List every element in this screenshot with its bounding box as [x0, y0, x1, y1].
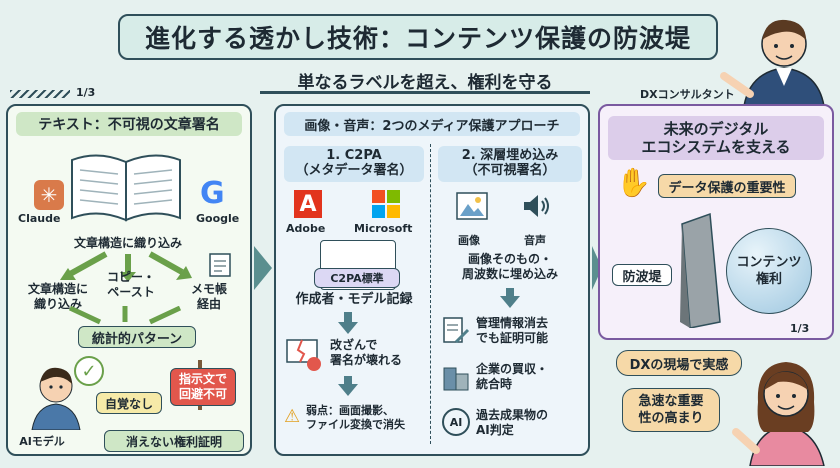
raised-hand-icon: ✋ — [616, 166, 651, 199]
branch-mid-text: コピー・ ペースト — [96, 270, 166, 300]
deep-acquisition: 企業の買収・ 統合時 — [476, 362, 549, 391]
converge-arrows — [68, 306, 182, 325]
down-arrow-icon-2 — [338, 384, 358, 396]
unaware-pill: 自覚なし — [96, 392, 162, 414]
page-title: 進化する透かし技術：コンテンツ保護の防波堤 — [118, 14, 718, 60]
ai-model-person-illustration — [31, 367, 81, 430]
subtitle: 単なるラベルを超え、権利を守る — [260, 68, 590, 94]
google-label: Google — [196, 212, 240, 225]
google-logo-icon: G — [200, 176, 225, 211]
content-rights-label: コンテンツ 権利 — [736, 255, 802, 287]
breakwater-label: 防波堤 — [612, 264, 672, 286]
ai-badge-icon: AI — [442, 408, 470, 436]
page-indicator-top: 1/3 — [76, 86, 96, 99]
embed-label: 文章構造に織り込み — [73, 236, 182, 250]
check-icon: ✓ — [74, 356, 104, 386]
microsoft-logo-icon — [372, 190, 400, 218]
image-icon — [456, 192, 488, 220]
title-text: 進化する透かし技術：コンテンツ保護の防波堤 — [144, 24, 691, 53]
page-indicator-right: 1/3 — [790, 322, 810, 335]
presenter-man-illustration — [720, 19, 825, 106]
building-icon — [443, 367, 469, 391]
branch-mid-label: コピー・ ペースト — [106, 270, 155, 299]
notepad-icon — [209, 253, 231, 277]
instruction-sign: 指示文で 回避不可 — [170, 368, 236, 406]
claude-label: Claude — [18, 212, 61, 225]
future-panel-heading: 未来のデジタル エコシステムを支える — [608, 116, 824, 160]
branch-left-text: 文章構造に 織り込み — [18, 282, 98, 312]
content-rights-sphere: コンテンツ 権利 — [726, 228, 812, 314]
speaker-icon — [524, 195, 549, 217]
chevron-right-icon — [254, 246, 272, 290]
adobe-logo-icon: A — [294, 190, 322, 218]
arrow-stem-3 — [506, 288, 514, 298]
persistent-proof-pill: 消えない権利証明 — [104, 430, 244, 452]
field-callout: DXの現場で実感 — [616, 350, 742, 376]
consultant-woman-illustration — [732, 362, 825, 466]
c2pa-standard-pill: C2PA標準 — [314, 268, 400, 288]
chevron-right-icon-2 — [592, 246, 602, 290]
adobe-label: Adobe — [286, 222, 326, 235]
stat-pattern-pill: 統計的パターン — [78, 326, 196, 348]
breakwater-wall-illustration — [680, 212, 721, 328]
branch-right-text: メモ帳 経由 — [174, 282, 244, 312]
down-arrow-icon — [338, 322, 358, 334]
c2pa-title: 1. C2PA （メタデータ署名） — [284, 146, 424, 182]
broken-signature-icon — [286, 339, 321, 371]
branch-right-label: メモ帳 経由 — [190, 282, 227, 311]
branch-left-label: 文章構造に 織り込み — [27, 282, 88, 311]
ai-model-label: AIモデル — [19, 435, 65, 448]
text-panel-heading: テキスト：不可視の文章署名 — [16, 112, 242, 136]
warning-icon: ⚠ — [284, 406, 301, 427]
c2pa-tamper: 改ざんで 署名が壊れる — [330, 338, 403, 367]
deep-proof: 管理情報消去 でも証明可能 — [476, 316, 549, 345]
presenter-label: DXコンサルタント — [640, 88, 735, 101]
deep-embed: 画像そのもの・ 周波数に埋め込み — [461, 252, 558, 281]
claude-logo-icon: ✳ — [34, 180, 64, 210]
image-label: 画像 — [458, 234, 480, 247]
deep-ai-judge: 過去成果物の AI判定 — [476, 408, 549, 437]
branch-arrows — [60, 251, 192, 282]
column-divider — [430, 144, 431, 444]
importance-pill: データ保護の重要性 — [658, 174, 796, 198]
c2pa-weakness: 弱点：画面撮影、 ファイル変換で消失 — [306, 404, 405, 431]
media-panel-heading: 画像・音声：2つのメディア保護アプローチ — [284, 112, 580, 136]
audio-label: 音声 — [524, 234, 546, 247]
open-book-icon — [71, 154, 181, 222]
microsoft-label: Microsoft — [354, 222, 413, 235]
hatch-decoration — [10, 90, 70, 98]
deep-title: 2. 深層埋め込み （不可視署名） — [438, 146, 582, 182]
urgent-callout: 急速な重要 性の高まり — [622, 388, 720, 432]
document-pen-icon — [443, 317, 470, 344]
arrow-stem-2 — [344, 376, 352, 386]
c2pa-record: 作成者・モデル記録 — [295, 292, 413, 307]
arrow-stem-1 — [344, 312, 352, 324]
down-arrow-icon-3 — [500, 296, 520, 308]
